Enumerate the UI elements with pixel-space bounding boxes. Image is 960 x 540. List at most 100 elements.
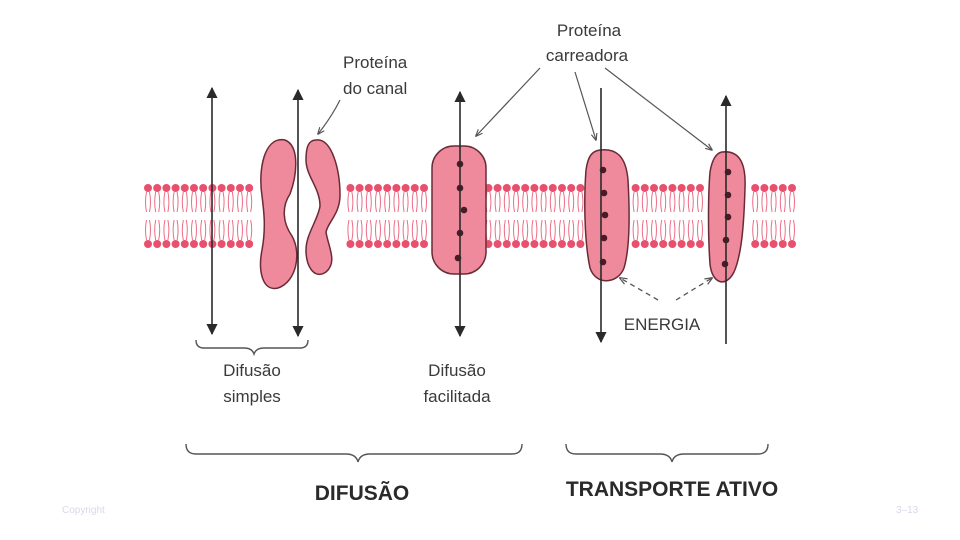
lipid-head xyxy=(144,184,152,192)
lipid-head xyxy=(751,240,760,248)
lipid-tail xyxy=(375,219,381,241)
lipid-head xyxy=(668,184,677,192)
lipid-tail xyxy=(163,191,170,213)
lipid-tail xyxy=(678,219,685,241)
lipid-head xyxy=(171,184,180,192)
lipid-head xyxy=(162,184,171,192)
lipid-head xyxy=(226,240,235,248)
brace-simple-diffusion xyxy=(195,339,309,357)
lipid-head xyxy=(217,184,226,192)
label-pointers xyxy=(318,67,712,150)
lipid-tail xyxy=(384,191,391,213)
diffusion-label: DIFUSÃO xyxy=(315,482,410,505)
lipid-head xyxy=(677,240,686,248)
lipid-head xyxy=(355,184,364,192)
lipid-tail xyxy=(651,219,657,241)
lipid-tail xyxy=(347,219,354,241)
lipid-head xyxy=(190,184,198,192)
lipid-head xyxy=(401,184,410,192)
lipid-head xyxy=(548,240,557,248)
lipid-head xyxy=(245,184,254,192)
lipid-head xyxy=(493,184,502,192)
lipid-head xyxy=(548,184,557,192)
lipid-head xyxy=(696,184,704,192)
lipid-head xyxy=(686,184,695,192)
lipid-tail xyxy=(752,191,759,213)
lipid-head xyxy=(153,184,162,192)
lipid-tail xyxy=(632,219,639,241)
energy-label: ENERGIA xyxy=(624,315,701,334)
lipid-head xyxy=(686,240,695,248)
lipid-tail xyxy=(145,219,151,241)
lipid-tail xyxy=(789,191,795,213)
lipid-tail xyxy=(218,191,225,213)
lipid-head xyxy=(383,184,392,192)
lipid-tail xyxy=(568,191,575,213)
lipid-tail xyxy=(227,219,234,241)
lipid-head xyxy=(364,240,373,248)
channel-protein-left-half xyxy=(259,139,298,290)
lipid-head xyxy=(420,184,428,192)
lipid-head xyxy=(659,184,668,192)
lipid-head xyxy=(659,240,668,248)
lipid-tail xyxy=(678,191,685,213)
lipid-head xyxy=(640,184,649,192)
lipid-head xyxy=(245,240,254,248)
lipid-tail xyxy=(172,219,179,241)
lipid-head xyxy=(521,240,530,248)
lipid-head xyxy=(778,184,787,192)
lipid-tail xyxy=(761,191,768,213)
lipid-tail xyxy=(549,219,556,241)
lipid-head xyxy=(512,184,520,192)
lipid-tail xyxy=(191,191,197,213)
lipid-tail xyxy=(513,219,519,241)
lipid-tail xyxy=(200,191,207,213)
lipid-head xyxy=(493,240,502,248)
lipid-head xyxy=(512,240,520,248)
lipid-head xyxy=(153,240,162,248)
lipid-tail xyxy=(669,191,676,213)
lipid-tail xyxy=(522,191,529,213)
lipid-tail xyxy=(669,219,676,241)
brace-active-transport xyxy=(565,443,769,463)
lipid-tail xyxy=(687,191,694,213)
lipid-tail xyxy=(200,219,207,241)
lipid-head xyxy=(769,240,778,248)
facilitated-diffusion-label-line2: facilitada xyxy=(423,387,491,406)
lipid-tail xyxy=(154,191,161,213)
lipid-tail xyxy=(356,191,363,213)
lipid-head xyxy=(576,184,585,192)
lipid-head xyxy=(788,240,796,248)
active-transport-label: TRANSPORTE ATIVO xyxy=(566,478,778,501)
lipid-head xyxy=(677,184,686,192)
channel-protein-label-line1: Proteína xyxy=(343,53,408,72)
lipid-head xyxy=(502,240,511,248)
lipid-head xyxy=(650,184,658,192)
lipid-tail xyxy=(347,191,354,213)
lipid-tail xyxy=(789,219,795,241)
lipid-tail xyxy=(522,219,529,241)
lipid-head xyxy=(171,240,180,248)
lipid-tail xyxy=(503,219,510,241)
lipid-head xyxy=(668,240,677,248)
braces xyxy=(185,339,769,463)
lipid-head xyxy=(502,184,511,192)
lipid-tail xyxy=(246,219,253,241)
lipid-tail xyxy=(172,191,179,213)
lipid-tail xyxy=(237,219,243,241)
lipid-tail xyxy=(513,191,519,213)
lipid-tail xyxy=(421,219,427,241)
simple-diffusion-label-line1: Difusão xyxy=(223,361,281,380)
lipid-head xyxy=(217,240,226,248)
lipid-tail xyxy=(218,219,225,241)
lipid-tail xyxy=(237,191,243,213)
lipid-tail xyxy=(356,219,363,241)
lipid-tail xyxy=(384,219,391,241)
lipid-tail xyxy=(365,219,372,241)
lipid-head xyxy=(640,240,649,248)
lipid-head xyxy=(751,184,760,192)
lipid-tail xyxy=(246,191,253,213)
transport-arrows xyxy=(206,86,732,344)
phospholipid-bilayer xyxy=(144,184,796,248)
